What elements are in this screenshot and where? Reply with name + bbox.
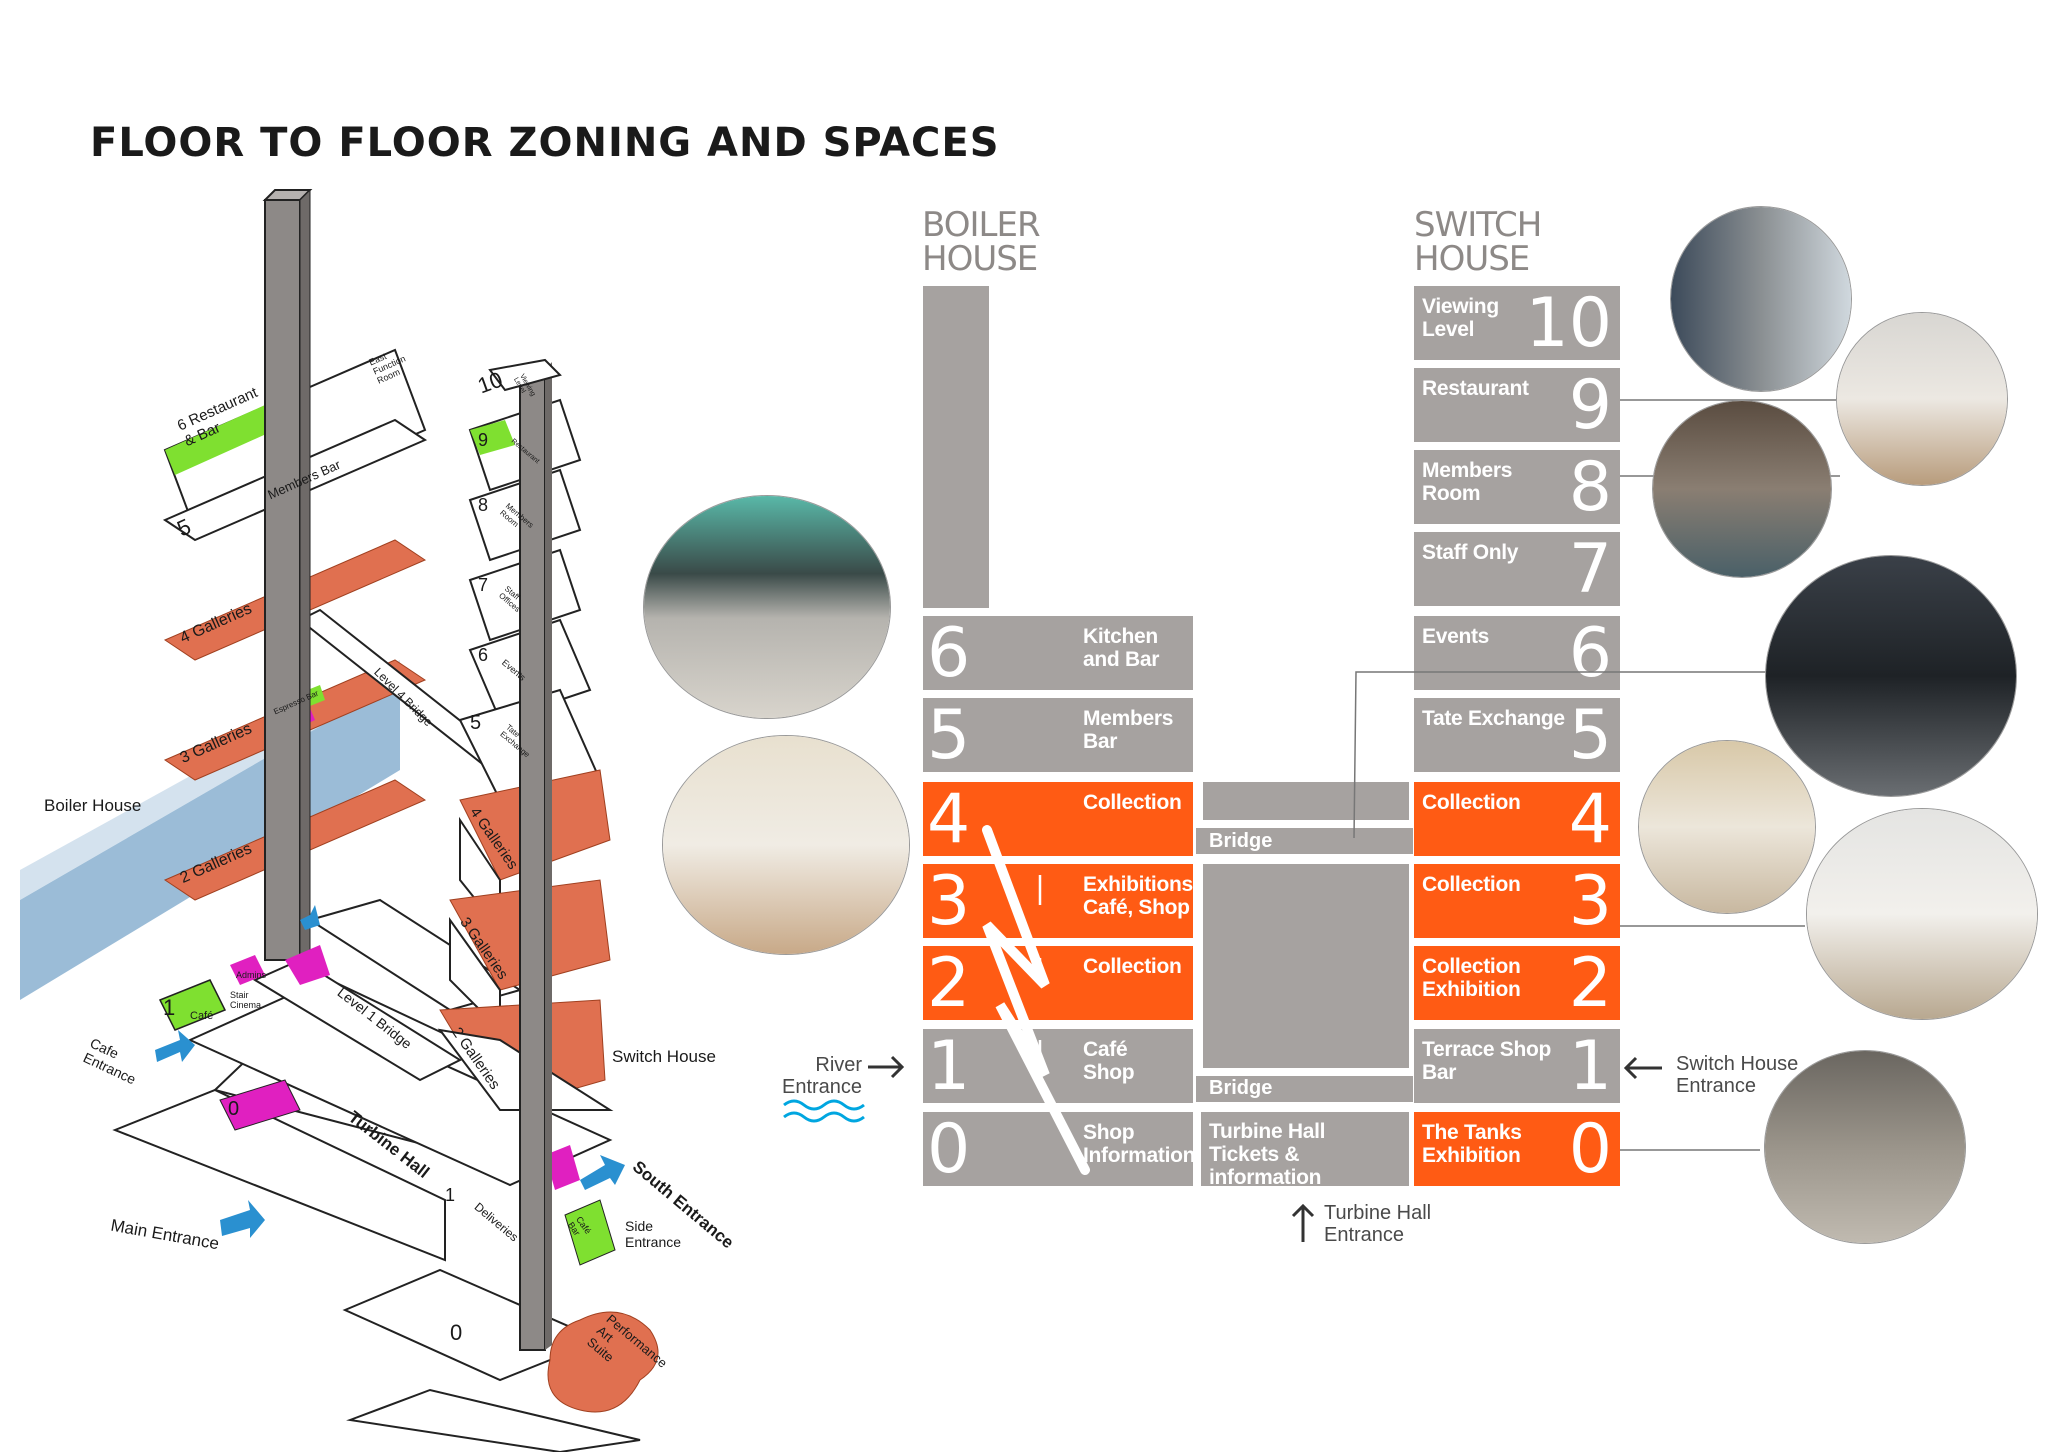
- arrow-right-icon: [868, 1055, 905, 1079]
- floor-number: 2: [1568, 944, 1612, 1023]
- floor-label: Kitchen and Bar: [1083, 625, 1160, 671]
- boiler-l1c-label: Admins: [236, 970, 267, 980]
- floor-label: Restaurant: [1422, 377, 1529, 400]
- boiler-l0-label: 0: [228, 1098, 240, 1120]
- lower-bridge-strip: [1196, 1076, 1413, 1102]
- switch-r1-label: 1: [445, 1185, 456, 1205]
- boiler-house-heading: BOILER HOUSE: [922, 205, 1041, 279]
- boiler-house-label: Boiler House: [44, 796, 142, 815]
- switch-house-label: Switch House: [612, 1047, 716, 1066]
- switch-floor-9: 9 Restaurant: [1414, 368, 1620, 442]
- floor-number: 9: [1568, 366, 1612, 445]
- floor-label: Café Shop: [1083, 1038, 1135, 1084]
- arrow-up-icon: [1291, 1203, 1315, 1242]
- floor-label: Collection: [1083, 791, 1182, 814]
- boiler-chimney-block: [923, 286, 989, 608]
- lower-bridge-label: Bridge: [1209, 1077, 1273, 1099]
- switch-floor-6: 6 Events: [1414, 616, 1620, 690]
- floor-label: The Tanks Exhibition: [1422, 1121, 1522, 1167]
- boiler-floor-5: 5 Members Bar: [923, 698, 1193, 772]
- turbine-hall-void: [1203, 864, 1409, 1068]
- boiler-chimney: [264, 199, 301, 961]
- switch-r6-label: 6: [478, 645, 489, 665]
- photo-restaurant: [1836, 312, 2008, 486]
- isometric-diagram: [20, 188, 659, 1452]
- photo-collection-3: [1806, 808, 2038, 1020]
- photo-turbine-hall: [643, 495, 891, 719]
- performance-suite: [547, 1311, 659, 1413]
- boiler-l1-label: 1: [163, 995, 176, 1020]
- photo-members-room: [1652, 400, 1832, 578]
- floor-label: Members Bar: [1083, 707, 1174, 753]
- switch-floor-7: 7 Staff Only: [1414, 532, 1620, 606]
- switch-floor-0: 0 The Tanks Exhibition: [1414, 1112, 1620, 1186]
- photo-the-tanks: [1764, 1050, 1966, 1244]
- floor-number: 2: [927, 944, 971, 1023]
- floor-label: Collection: [1422, 873, 1521, 896]
- switch-house-heading: SWITCH HOUSE: [1414, 205, 1542, 279]
- floor-label: Events: [1422, 625, 1490, 648]
- photo-gallery: [662, 735, 910, 955]
- arrow-left-icon: [1623, 1056, 1662, 1080]
- floor-number: 1: [927, 1027, 971, 1106]
- floor-label: Collection: [1083, 955, 1182, 978]
- boiler-floor-4: 4 Collection: [923, 782, 1193, 856]
- boiler-l1b-label: Stair Cinema: [230, 990, 262, 1010]
- switch-r9-label: 9: [478, 430, 489, 450]
- turbine-hall-entrance-text: Turbine Hall Entrance: [1324, 1202, 1432, 1246]
- river-entrance-text: River Entrance: [782, 1054, 863, 1098]
- boiler-floor-6: 6 Kitchen and Bar: [923, 616, 1193, 690]
- switch-floor-8: 8 Members Room: [1414, 450, 1620, 524]
- floor-number: 3: [1568, 862, 1612, 941]
- photo-collection-4: [1638, 740, 1816, 914]
- floor-number: 0: [1568, 1110, 1612, 1189]
- turbine-hall-block: Turbine Hall Tickets & information: [1201, 1112, 1409, 1189]
- switch-r0-label: 0: [450, 1320, 463, 1345]
- page-title: FLOOR TO FLOOR ZONING AND SPACES: [90, 120, 1000, 166]
- boiler-floor-3: 3 Exhibitions Café, Shop: [923, 864, 1193, 938]
- switch-floor-1: 1 Terrace Shop Bar: [1414, 1029, 1620, 1103]
- floor-number: 7: [1568, 530, 1612, 609]
- entrance-arrows: [155, 905, 625, 1238]
- switch-r8-label: 8: [478, 495, 489, 515]
- switch-floor-3: 3 Collection: [1414, 864, 1620, 938]
- turbine-hall-floor: [112, 1088, 446, 1262]
- floor-number: 4: [927, 780, 971, 859]
- floor-number: 4: [1568, 780, 1612, 859]
- side-entrance-label: Side Entrance: [625, 1218, 682, 1250]
- boiler-floor-1: 1 Café Shop: [923, 1029, 1193, 1103]
- upper-bridge-block: [1203, 782, 1409, 820]
- floor-label: Collection: [1422, 791, 1521, 814]
- floor-number: 6: [927, 614, 971, 693]
- floor-label: Viewing Level: [1422, 295, 1499, 341]
- floor-number: 5: [1568, 696, 1612, 775]
- floor-label: Shop Information: [1083, 1121, 1196, 1167]
- floor-number: 10: [1525, 284, 1612, 363]
- switch-floor-10: 10 Viewing Level: [1414, 286, 1620, 360]
- floor-number: 8: [1568, 448, 1612, 527]
- floor-number: 5: [927, 696, 971, 775]
- boiler-l1a-label: Café: [190, 1010, 214, 1022]
- floor-label: Collection Exhibition: [1422, 955, 1521, 1001]
- floor-number: 0: [927, 1110, 971, 1189]
- switch-r5-label: 5: [470, 712, 482, 734]
- floor-number: 3: [927, 862, 971, 941]
- floor-number: 6: [1568, 614, 1612, 693]
- level1-bridge: [252, 958, 463, 1082]
- switch-floor-4: 4 Collection: [1414, 782, 1620, 856]
- upper-bridge-label: Bridge: [1209, 830, 1273, 852]
- floor-label: Members Room: [1422, 459, 1513, 505]
- switch-r7-label: 7: [478, 575, 489, 595]
- switch-floor-2: 2 Collection Exhibition: [1414, 946, 1620, 1020]
- floor-label: Tate Exchange: [1422, 707, 1565, 730]
- floor-label: Exhibitions Café, Shop: [1083, 873, 1193, 919]
- floor-label: Terrace Shop Bar: [1422, 1038, 1552, 1084]
- floor-number: 1: [1568, 1027, 1612, 1106]
- floor-label: Staff Only: [1422, 541, 1519, 564]
- photo-viewing-level: [1670, 206, 1852, 392]
- boiler-floor-2: 2 Collection: [923, 946, 1193, 1020]
- boiler-floor-0: 0 Shop Information: [923, 1110, 1196, 1189]
